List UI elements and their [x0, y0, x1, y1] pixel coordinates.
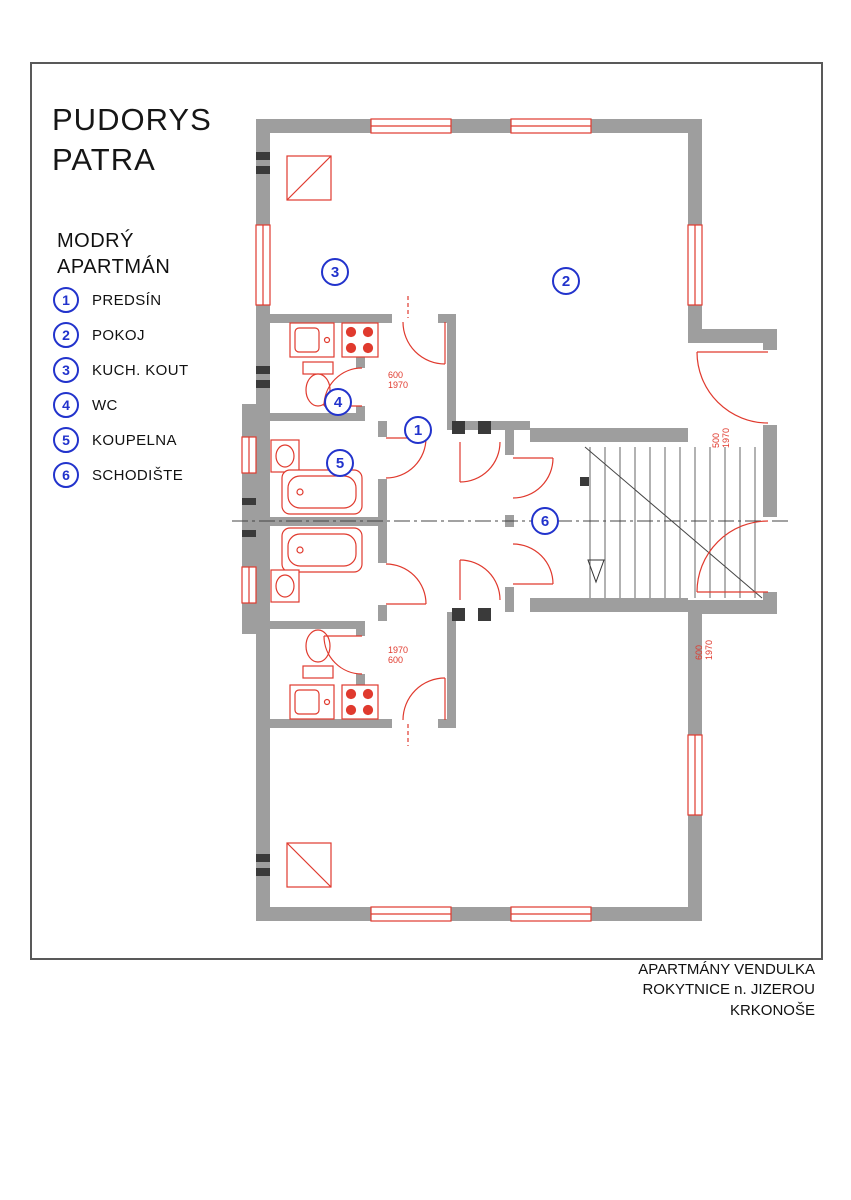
staircase — [584, 446, 763, 599]
legend-number-badge: 5 — [53, 427, 79, 453]
subtitle-line-1: MODRÝ — [57, 230, 134, 252]
project-title-block: APARTMÁNY VENDULKA ROKYTNICE n. JIZEROU … — [638, 960, 815, 1021]
legend-label: PREDSÍN — [92, 291, 162, 309]
wall-openings — [763, 350, 777, 592]
title-line-1: PUDORYS — [52, 102, 212, 137]
legend-number-badge: 4 — [53, 392, 79, 418]
dimension-label-wing-lower-door: 600 1970 — [694, 639, 714, 660]
dimension-label-lower-door: 1970 600 — [388, 645, 409, 665]
legend-item-kuch-kout: 3 KUCH. KOUT — [53, 357, 189, 383]
project-location: ROKYTNICE n. JIZEROU — [642, 981, 815, 999]
legend-number-badge: 1 — [53, 287, 79, 313]
legend-label: KOUPELNA — [92, 431, 177, 449]
title-line-2: PATRA — [52, 141, 156, 177]
legend-label: POKOJ — [92, 326, 145, 344]
fixtures — [270, 322, 379, 720]
legend-label: WC — [92, 396, 118, 414]
room-marker-schodiste: 6 — [531, 507, 559, 535]
apartment-subtitle: MODRÝ APARTMÁN — [57, 228, 170, 280]
drawing-frame — [30, 62, 823, 960]
dimension-label-upper-door: 600 1970 — [388, 370, 409, 390]
legend-number-badge: 6 — [53, 462, 79, 488]
legend-number-badge: 2 — [53, 322, 79, 348]
legend-item-pokoj: 2 POKOJ — [53, 322, 189, 348]
room-marker-predsin: 1 — [404, 416, 432, 444]
legend-label: KUCH. KOUT — [92, 361, 189, 379]
legend-item-koupelna: 5 KOUPELNA — [53, 427, 189, 453]
room-marker-pokoj: 2 — [552, 267, 580, 295]
dimension-label-wing-upper-door: 500 1970 — [711, 427, 731, 448]
legend: 1 PREDSÍN 2 POKOJ 3 KUCH. KOUT 4 WC 5 KO… — [53, 287, 189, 498]
shaft-blocks — [242, 152, 589, 876]
legend-item-wc: 4 WC — [53, 392, 189, 418]
subtitle-line-2: APARTMÁN — [57, 256, 171, 278]
room-marker-kuch-kout: 3 — [321, 258, 349, 286]
legend-item-schodiste: 6 SCHODIŠTE — [53, 462, 189, 488]
room-marker-koupelna: 5 — [326, 449, 354, 477]
legend-label: SCHODIŠTE — [92, 466, 184, 484]
legend-item-predsin: 1 PREDSÍN — [53, 287, 189, 313]
project-name: APARTMÁNY VENDULKA — [638, 961, 815, 978]
windows — [241, 118, 703, 922]
chimney-symbols — [286, 155, 332, 888]
doors — [323, 296, 769, 746]
room-marker-wc: 4 — [324, 388, 352, 416]
project-region: KRKONOŠE — [729, 1001, 815, 1019]
page-title: PUDORYS PATRA — [52, 100, 212, 179]
legend-number-badge: 3 — [53, 357, 79, 383]
